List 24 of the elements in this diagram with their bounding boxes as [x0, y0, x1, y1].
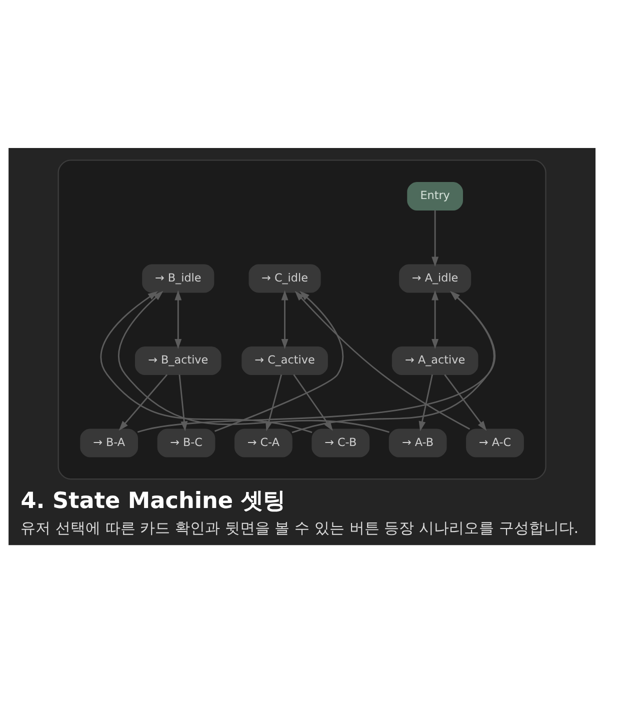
arrow: [292, 290, 495, 433]
node-box: → C_active: [242, 346, 328, 374]
node-box: → C-B: [312, 428, 370, 457]
node-box: → A-B: [388, 428, 447, 457]
node-box: → C-A: [234, 428, 292, 457]
arrow: [432, 210, 439, 266]
node-box: → A_idle: [399, 264, 472, 292]
arrow: [418, 374, 433, 431]
node-box: → A_active: [392, 346, 478, 374]
node-box: → B-C: [157, 428, 216, 457]
arrow: [444, 374, 487, 430]
arrow: [432, 290, 439, 349]
node-box: → A-C: [466, 428, 524, 457]
diagram-title: 4. State Machine 셋팅: [20, 488, 285, 514]
arrow: [281, 290, 288, 349]
node-box: → B_active: [134, 346, 222, 374]
node-box: → B-A: [80, 428, 138, 457]
cluster: [58, 159, 546, 480]
node-box: Entry: [407, 182, 463, 210]
caption: 유저 선택에 따른 카드 확인과 뒷면을 볼 수 있는 버튼 등장 시나리오를 구성합니다.: [20, 518, 579, 536]
node-box: → C_idle: [248, 264, 321, 292]
arrow: [118, 374, 168, 430]
node-box: → B_idle: [142, 264, 214, 292]
arrow: [174, 290, 182, 349]
